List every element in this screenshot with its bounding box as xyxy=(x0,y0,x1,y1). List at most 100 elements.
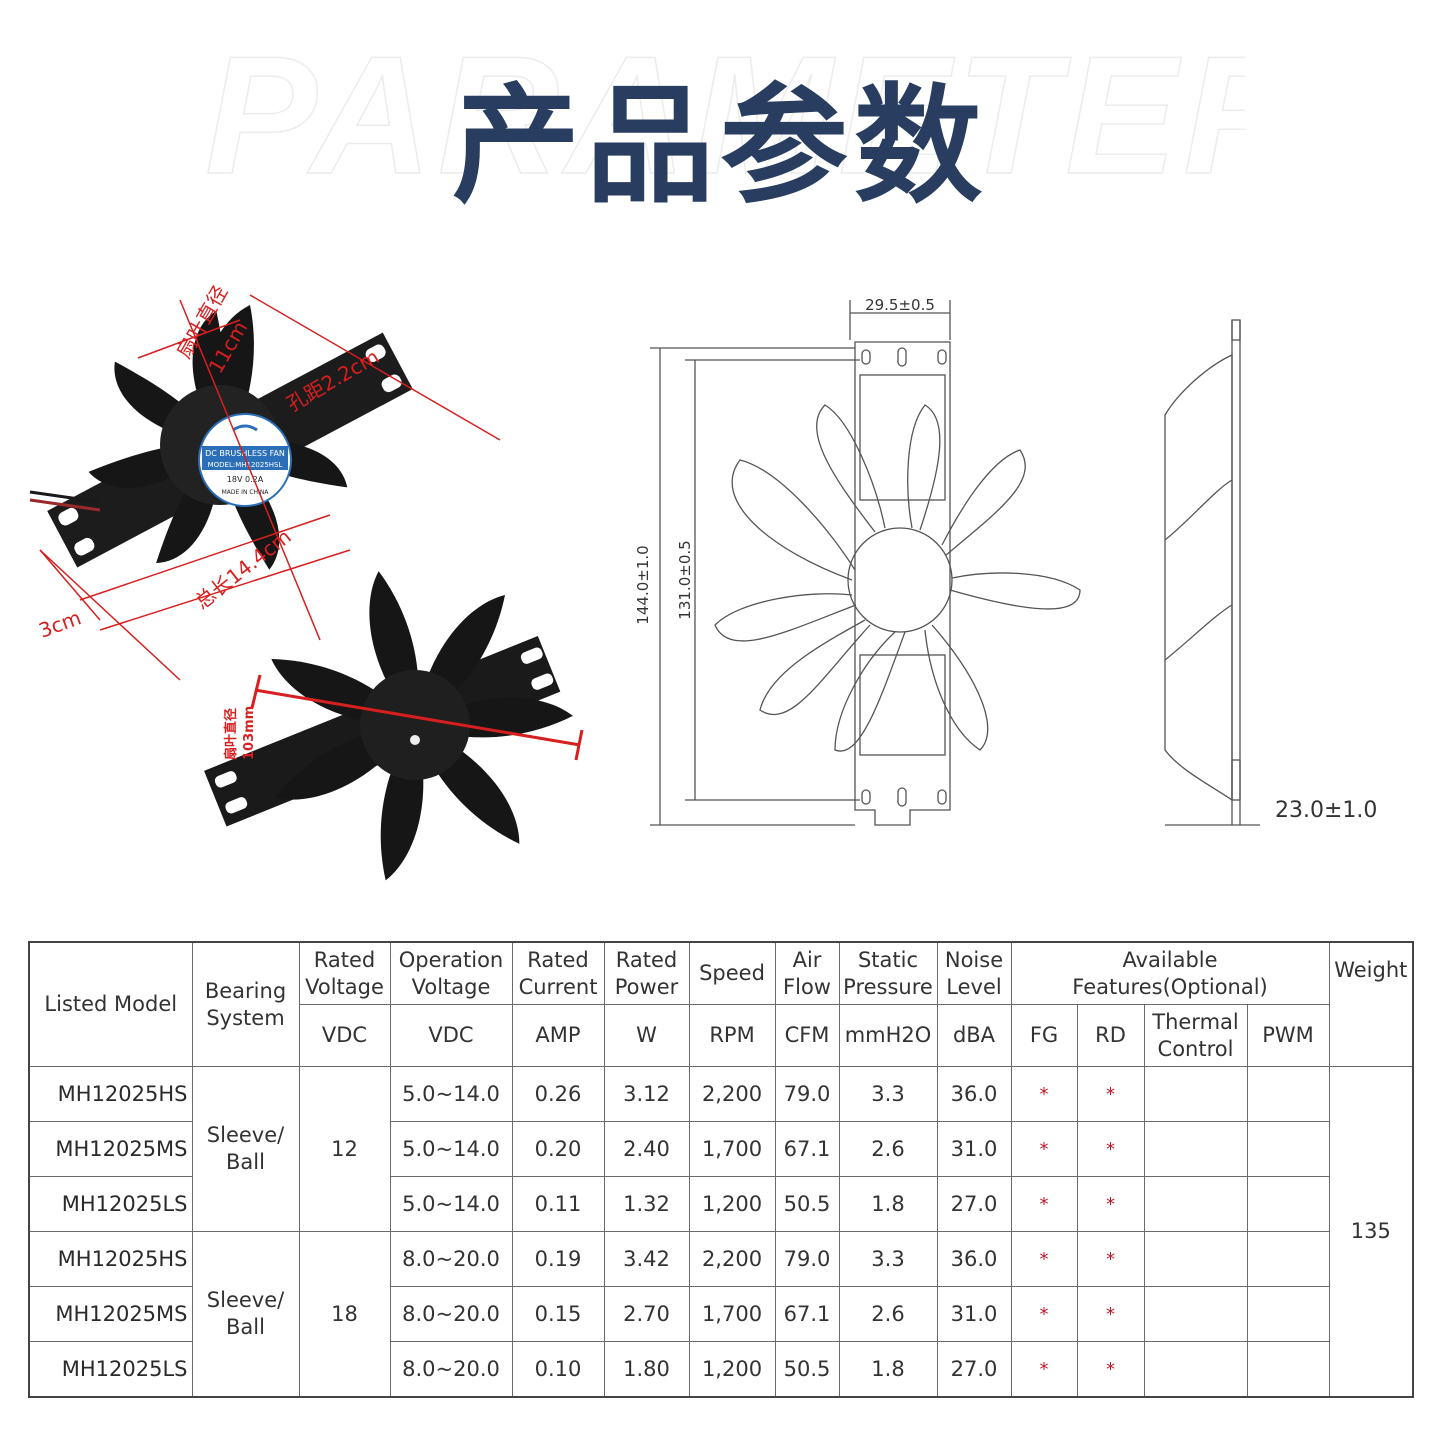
cell-power: 3.12 xyxy=(603,1066,690,1122)
cell-current: 0.10 xyxy=(511,1341,605,1398)
unit-fg: FG xyxy=(1010,1004,1078,1067)
cell-op-voltage: 5.0~14.0 xyxy=(389,1121,513,1177)
unit-air-flow: CFM xyxy=(774,1004,840,1067)
cell-speed: 2,200 xyxy=(688,1231,776,1287)
cell-op-voltage: 8.0~20.0 xyxy=(389,1341,513,1398)
cell-air-flow: 50.5 xyxy=(774,1341,840,1398)
cell-current: 0.19 xyxy=(511,1231,605,1287)
cell-noise: 27.0 xyxy=(936,1176,1012,1232)
fan-sticker: DC BRUSHLESS FAN MODEL:MH12025HSL 18V 0.… xyxy=(198,413,292,507)
cell-power: 1.32 xyxy=(603,1176,690,1232)
cell-air-flow: 67.1 xyxy=(774,1121,840,1177)
unit-operation-voltage: VDC xyxy=(389,1004,513,1067)
cell-fg: * xyxy=(1010,1286,1078,1342)
cell-power: 1.80 xyxy=(603,1341,690,1398)
cell-power: 2.40 xyxy=(603,1121,690,1177)
fan-photo-top: DC BRUSHLESS FAN MODEL:MH12025HSL 18V 0.… xyxy=(29,281,501,681)
cell-rd: * xyxy=(1076,1066,1145,1122)
unit-speed: RPM xyxy=(688,1004,776,1067)
blade-diameter-small-value: 103mm xyxy=(242,706,257,760)
cell-noise: 31.0 xyxy=(936,1286,1012,1342)
header-speed: Speed xyxy=(688,941,776,1005)
cell-thermal xyxy=(1143,1066,1248,1122)
fan-photos: DC BRUSHLESS FAN MODEL:MH12025HSL 18V 0.… xyxy=(29,281,584,881)
cell-noise: 31.0 xyxy=(936,1121,1012,1177)
cell-model: MH12025HS xyxy=(28,1231,193,1287)
unit-noise-level: dBA xyxy=(936,1004,1012,1067)
cell-current: 0.15 xyxy=(511,1286,605,1342)
table-row: MH12025HS Sleeve/Ball 18 8.0~20.0 0.19 3… xyxy=(28,1231,1413,1398)
sticker-line-3: 18V 0.2A xyxy=(227,475,264,484)
table-row: MH12025HS Sleeve/Ball 12 5.0~14.0 0.26 3… xyxy=(28,1066,1414,1398)
table-row: MH12025LS 8.0~20.0 0.10 1.80 1,200 50.5 … xyxy=(28,1341,1413,1398)
unit-rated-current: AMP xyxy=(511,1004,605,1067)
cell-model: MH12025LS xyxy=(28,1176,193,1232)
cell-fg: * xyxy=(1010,1231,1078,1287)
cell-pressure: 1.8 xyxy=(838,1176,938,1232)
unit-rd: RD xyxy=(1076,1004,1145,1067)
cell-power: 3.42 xyxy=(603,1231,690,1287)
cell-pwm xyxy=(1246,1176,1330,1232)
cell-current: 0.20 xyxy=(511,1121,605,1177)
unit-rated-power: W xyxy=(603,1004,690,1067)
cell-pwm xyxy=(1246,1341,1330,1398)
cell-thermal xyxy=(1143,1176,1248,1232)
cell-rated-voltage: 12 xyxy=(298,1066,391,1232)
cell-thermal xyxy=(1143,1286,1248,1342)
dim-depth: 23.0±1.0 xyxy=(1275,798,1377,823)
header-model: Listed Model xyxy=(28,941,193,1067)
cell-noise: 36.0 xyxy=(936,1066,1012,1122)
cell-speed: 1,200 xyxy=(688,1341,776,1398)
cell-model: MH12025MS xyxy=(28,1286,193,1342)
cell-bearing: Sleeve/Ball xyxy=(191,1231,300,1398)
cell-pwm xyxy=(1246,1066,1330,1122)
cell-model: MH12025MS xyxy=(28,1121,193,1177)
cell-rd: * xyxy=(1076,1341,1145,1398)
unit-pwm: PWM xyxy=(1246,1004,1330,1067)
cell-power: 2.70 xyxy=(603,1286,690,1342)
cell-op-voltage: 8.0~20.0 xyxy=(389,1231,513,1287)
total-length-label: 总长14.4cm xyxy=(190,524,295,614)
cell-noise: 36.0 xyxy=(936,1231,1012,1287)
cell-pressure: 2.6 xyxy=(838,1286,938,1342)
cell-current: 0.11 xyxy=(511,1176,605,1232)
header-weight: Weight xyxy=(1328,941,1414,1067)
unit-rated-voltage: VDC xyxy=(298,1004,391,1067)
watermark-text: PARAMETERS xyxy=(205,30,1245,200)
cell-rd: * xyxy=(1076,1286,1145,1342)
cell-air-flow: 79.0 xyxy=(774,1066,840,1122)
dim-height-inner: 131.0±0.5 xyxy=(676,540,694,619)
cell-fg: * xyxy=(1010,1176,1078,1232)
cell-fg: * xyxy=(1010,1341,1078,1398)
cell-pwm xyxy=(1246,1121,1330,1177)
cell-op-voltage: 8.0~20.0 xyxy=(389,1286,513,1342)
cell-thermal xyxy=(1143,1231,1248,1287)
table-row: MH12025MS 8.0~20.0 0.15 2.70 1,700 67.1 … xyxy=(28,1286,1413,1342)
technical-drawing: 29.5±0.5 144.0±1.0 131.0±0.5 23.0±1.0 xyxy=(634,296,1377,826)
units-row: VDC VDC AMP W RPM CFM mmH2O dBA FG RD Th… xyxy=(29,1004,1413,1067)
cell-model: MH12025LS xyxy=(28,1341,193,1398)
cell-current: 0.26 xyxy=(511,1066,605,1122)
cell-rd: * xyxy=(1076,1176,1145,1232)
cell-pressure: 3.3 xyxy=(838,1231,938,1287)
cell-speed: 1,200 xyxy=(688,1176,776,1232)
cell-op-voltage: 5.0~14.0 xyxy=(389,1066,513,1122)
cell-thermal xyxy=(1143,1341,1248,1398)
cell-pressure: 1.8 xyxy=(838,1341,938,1398)
table-row: MH12025LS 5.0~14.0 0.11 1.32 1,200 50.5 … xyxy=(28,1176,1413,1232)
cell-noise: 27.0 xyxy=(936,1341,1012,1398)
cell-op-voltage: 5.0~14.0 xyxy=(389,1176,513,1232)
cell-rated-voltage: 18 xyxy=(298,1231,391,1398)
table-row: MH12025MS 5.0~14.0 0.20 2.40 1,700 67.1 … xyxy=(28,1121,1413,1177)
cell-speed: 1,700 xyxy=(688,1286,776,1342)
dim-height-outer: 144.0±1.0 xyxy=(634,545,652,624)
cell-pressure: 3.3 xyxy=(838,1066,938,1122)
cell-speed: 1,700 xyxy=(688,1121,776,1177)
